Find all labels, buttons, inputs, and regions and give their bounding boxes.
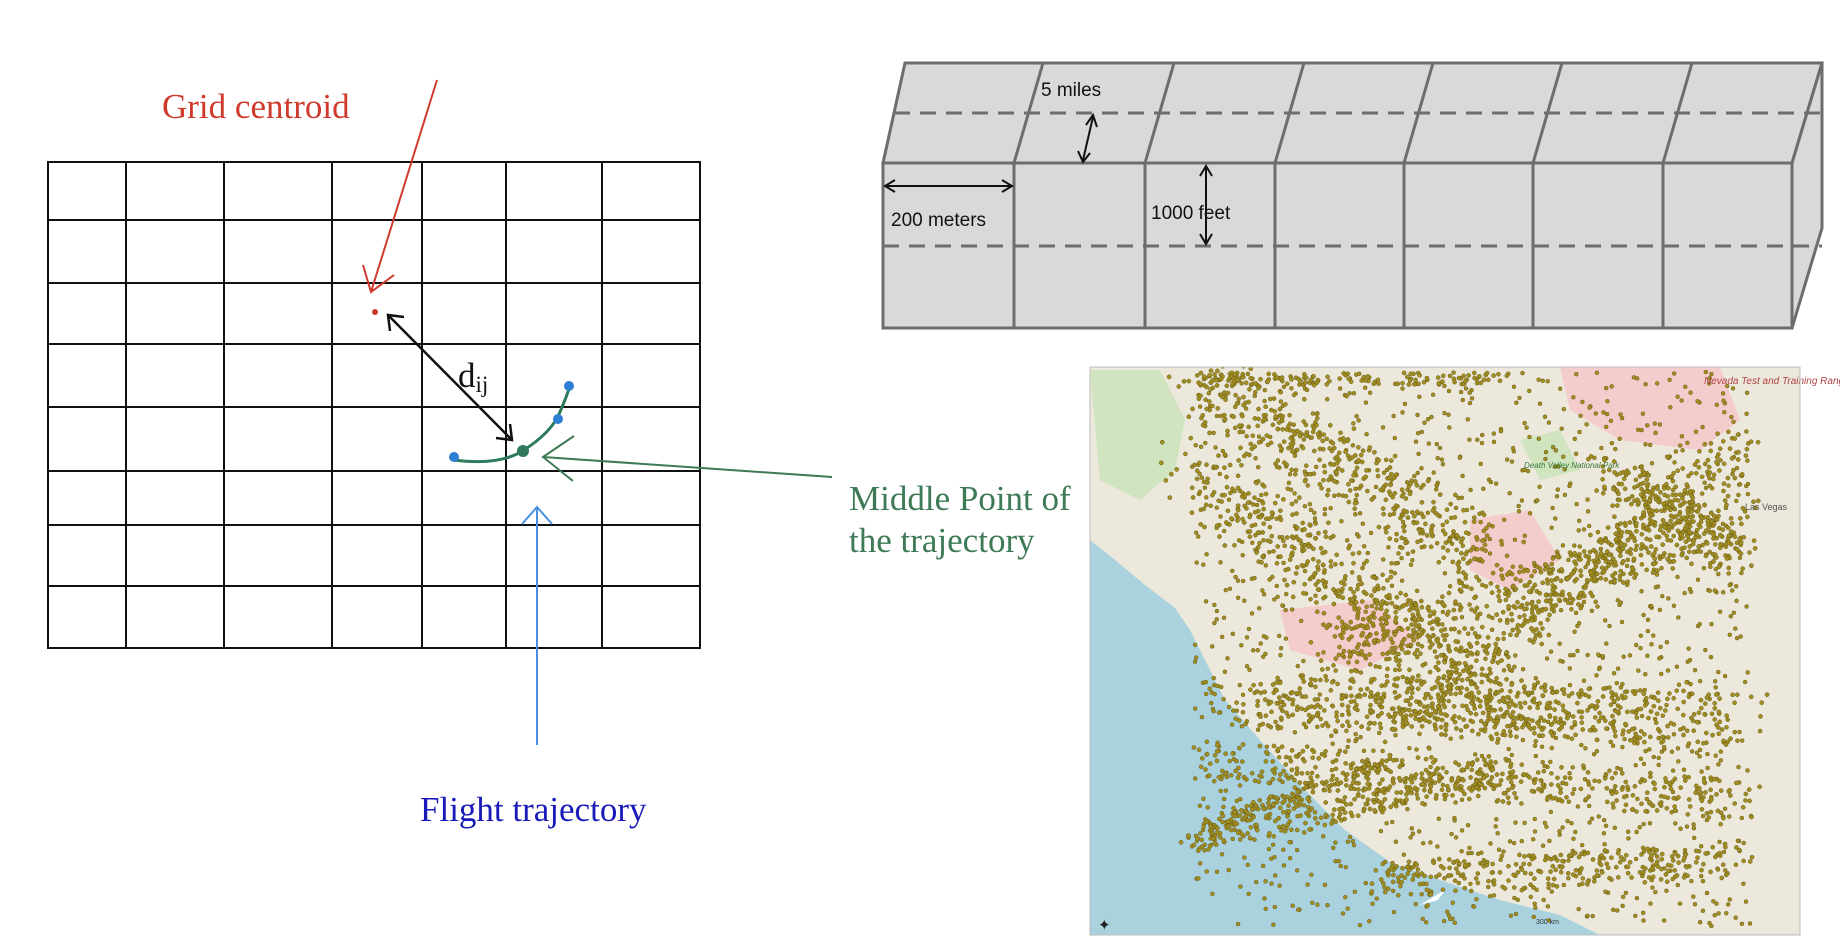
map-park-nw bbox=[1090, 370, 1185, 500]
flight-track-map: Nevada Test and Training Range (NTTR) La… bbox=[1089, 366, 1840, 936]
map-island bbox=[1420, 890, 1445, 905]
flight-track-points bbox=[1159, 367, 1770, 929]
height-label: 1000 feet bbox=[1151, 203, 1231, 224]
width-label: 5 miles bbox=[1041, 80, 1101, 101]
map-place-death-valley: Death Valley National Park bbox=[1524, 461, 1620, 470]
box-side-face bbox=[1790, 62, 1824, 329]
trajectory-curve bbox=[453, 385, 572, 464]
length-dimension-arrow bbox=[883, 179, 1014, 193]
length-label: 200 meters bbox=[891, 210, 986, 231]
distance-arrow bbox=[386, 313, 514, 442]
trajectory-start-point bbox=[449, 452, 459, 462]
height-dimension-arrow bbox=[1199, 164, 1213, 246]
grid-centroid-label: Grid centroid bbox=[162, 87, 350, 126]
map-restricted-china-lake bbox=[1470, 510, 1560, 590]
centroid-arrow bbox=[362, 79, 438, 294]
map-scale-label: 300 km bbox=[1536, 919, 1559, 926]
distance-label: dij bbox=[458, 356, 488, 397]
flight-trajectory-label: Flight trajectory bbox=[420, 790, 647, 829]
grid-lines bbox=[48, 162, 700, 648]
middle-point-label-line1: Middle Point of bbox=[849, 479, 1071, 518]
north-arrow-icon: ✦ bbox=[1098, 917, 1111, 934]
map-place-las-vegas: Las Vegas bbox=[1745, 502, 1788, 512]
trajectory-end-point bbox=[564, 381, 574, 391]
flight-trajectory-arrow bbox=[521, 505, 553, 745]
grid-border bbox=[47, 161, 701, 649]
middle-point-label-line2: the trajectory bbox=[849, 521, 1035, 560]
grid-diagram: Grid centroid dij Middle Point of the tr… bbox=[47, 79, 1071, 829]
box-dashed-levels bbox=[883, 111, 1822, 248]
airspace-cell-diagram: 5 miles 200 meters 1000 feet bbox=[881, 61, 1825, 330]
map-frame bbox=[1089, 366, 1801, 936]
middle-point-arrow bbox=[541, 435, 833, 482]
width-dimension-arrow bbox=[1077, 112, 1098, 164]
trajectory-point bbox=[553, 414, 563, 424]
grid-centroid-point bbox=[372, 309, 378, 315]
map-place-nttr: Nevada Test and Training Range (NTTR) bbox=[1704, 376, 1840, 387]
trajectory-middle-point bbox=[517, 445, 529, 457]
